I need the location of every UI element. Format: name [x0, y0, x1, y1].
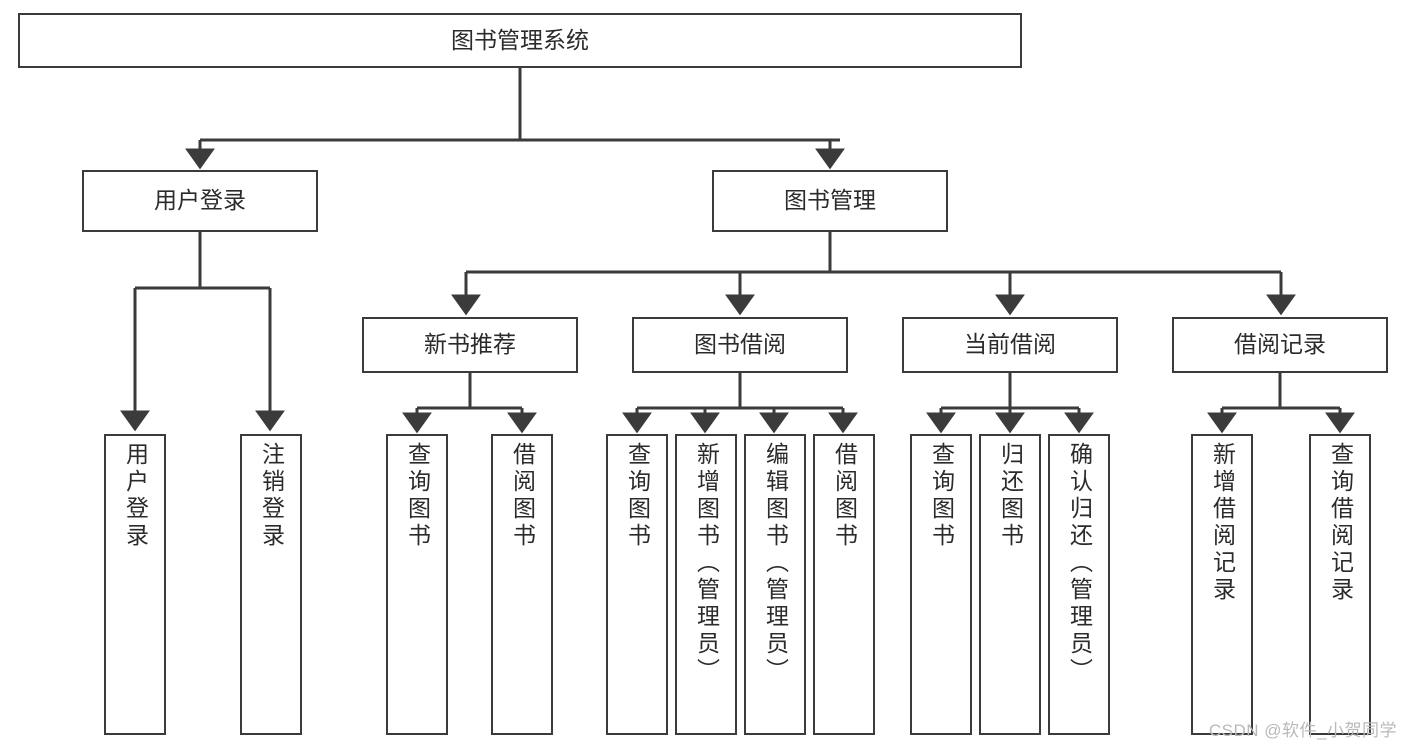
node-label: 编辑图书（管理员） [762, 442, 789, 685]
node-label: 确认归还（管理员） [1066, 442, 1093, 685]
watermark-credit: CSDN @软件_小贺同学 [1208, 721, 1397, 740]
node-label: 图书借阅 [694, 331, 786, 358]
node-label: 查询图书 [624, 442, 651, 550]
node-label: 查询图书 [928, 442, 955, 550]
leaf-edit-book-admin[interactable]: 编辑图书（管理员） [744, 434, 806, 735]
node-label: 图书管理 [784, 187, 876, 214]
node-label: 借阅图书 [831, 442, 858, 550]
node-new-book-recommend[interactable]: 新书推荐 [362, 317, 578, 373]
leaf-logout[interactable]: 注销登录 [240, 434, 302, 735]
leaf-add-borrow-record[interactable]: 新增借阅记录 [1191, 434, 1253, 735]
node-label: 查询图书 [404, 442, 431, 550]
node-label: 借阅图书 [509, 442, 536, 550]
node-book-management[interactable]: 图书管理 [712, 170, 948, 232]
leaf-user-login[interactable]: 用户登录 [104, 434, 166, 735]
node-label: 归还图书 [997, 442, 1024, 550]
node-label: 新增借阅记录 [1209, 442, 1236, 604]
node-label: 用户登录 [122, 442, 149, 550]
leaf-return-book[interactable]: 归还图书 [979, 434, 1041, 735]
leaf-query-book-current[interactable]: 查询图书 [910, 434, 972, 735]
node-label: 查询借阅记录 [1327, 442, 1354, 604]
node-current-borrow[interactable]: 当前借阅 [902, 317, 1118, 373]
node-label: 注销登录 [258, 442, 285, 550]
leaf-borrow-book[interactable]: 借阅图书 [813, 434, 875, 735]
node-label: 新书推荐 [424, 331, 516, 358]
node-book-borrow[interactable]: 图书借阅 [632, 317, 848, 373]
leaf-query-book-recommend[interactable]: 查询图书 [386, 434, 448, 735]
node-label: 图书管理系统 [451, 26, 589, 53]
leaf-query-book-borrow[interactable]: 查询图书 [606, 434, 668, 735]
leaf-confirm-return-admin[interactable]: 确认归还（管理员） [1048, 434, 1110, 735]
node-label: 新增图书（管理员） [693, 442, 720, 685]
node-user-login[interactable]: 用户登录 [82, 170, 318, 232]
leaf-query-borrow-record[interactable]: 查询借阅记录 [1309, 434, 1371, 735]
node-label: 当前借阅 [964, 331, 1056, 358]
leaf-add-book-admin[interactable]: 新增图书（管理员） [675, 434, 737, 735]
node-label: 用户登录 [154, 187, 246, 214]
node-label: 借阅记录 [1234, 331, 1326, 358]
node-root-system[interactable]: 图书管理系统 [18, 13, 1022, 68]
leaf-borrow-book-recommend[interactable]: 借阅图书 [491, 434, 553, 735]
node-borrow-record[interactable]: 借阅记录 [1172, 317, 1388, 373]
